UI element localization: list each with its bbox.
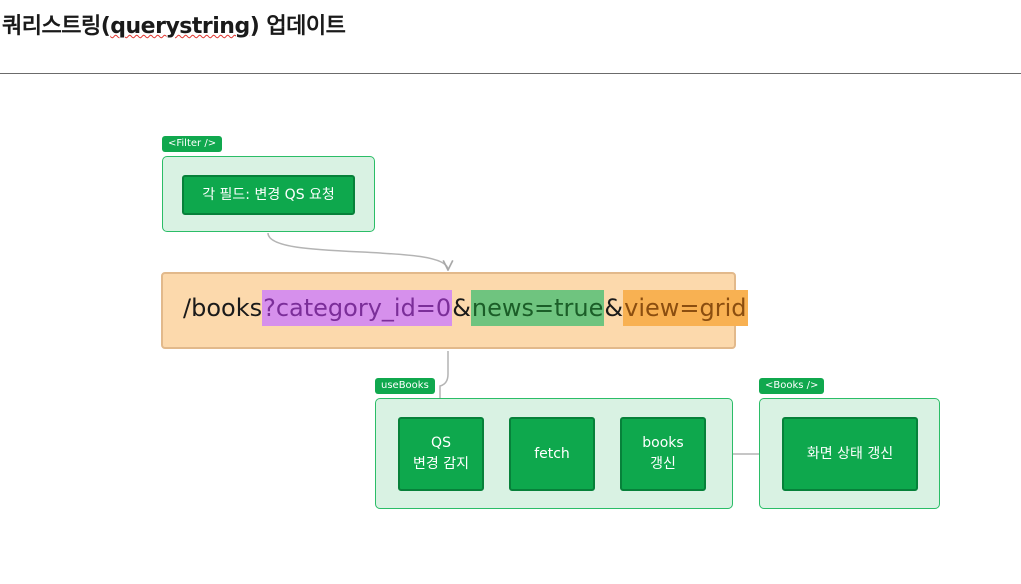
- page-title: 쿼리스트링(querystring) 업데이트: [2, 14, 346, 39]
- arrow-filter-to-url: [267, 232, 448, 270]
- arrow-url-to-qs: [440, 351, 449, 416]
- url-amp-2: &: [604, 294, 624, 322]
- screen-update-node: 화면 상태 갱신: [782, 417, 918, 491]
- url-view-param: view=grid: [623, 290, 748, 326]
- filter-node: 각 필드: 변경 QS 요청: [182, 175, 355, 215]
- qs-change-node: QS 변경 감지: [398, 417, 484, 491]
- url-querystring: /books?category_id=0&news=true&view=grid: [183, 289, 748, 327]
- url-news-param: news=true: [470, 290, 605, 326]
- qs-change-line2: 변경 감지: [413, 456, 469, 472]
- filter-node-label: 각 필드: 변경 QS 요청: [202, 186, 335, 203]
- title-divider: [0, 73, 1021, 74]
- filter-group-tag: <Filter />: [162, 136, 223, 152]
- screen-update-label: 화면 상태 갱신: [806, 445, 894, 462]
- books-update-line1: books: [642, 435, 684, 451]
- books-update-node: books 갱신: [620, 417, 706, 491]
- url-path: /books: [183, 294, 263, 322]
- fetch-label: fetch: [534, 445, 570, 462]
- fetch-node: fetch: [509, 417, 595, 491]
- books-update-line2: 갱신: [650, 456, 676, 472]
- qs-change-line1: QS: [431, 435, 451, 451]
- usebooks-group-tag: useBooks: [375, 378, 435, 394]
- books-group-tag: <Books />: [759, 378, 825, 394]
- url-amp-1: &: [452, 294, 471, 322]
- url-category-param: ?category_id=0: [262, 290, 453, 326]
